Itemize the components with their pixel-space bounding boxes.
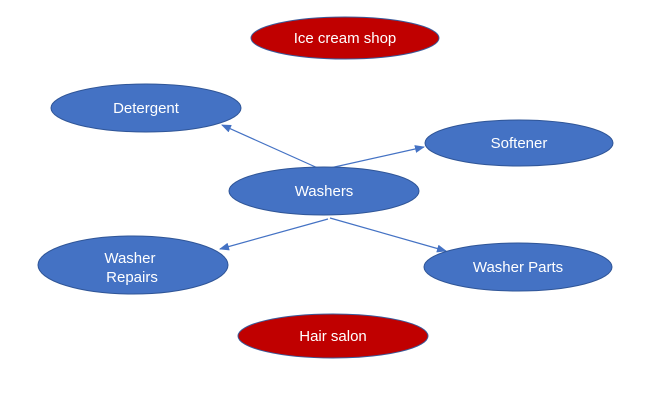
node-washers[interactable]: Washers [228, 166, 420, 216]
node-hair-salon-shape [237, 313, 429, 359]
node-hair-salon[interactable]: Hair salon [237, 313, 429, 359]
node-washer-parts-shape [423, 242, 613, 292]
node-washer-repairs-label: Washer Repairs [104, 250, 159, 286]
node-detergent[interactable]: Detergent [50, 83, 242, 133]
node-softener-shape [424, 119, 614, 167]
edge-washers-to-washer-repairs [219, 218, 329, 251]
node-ice-cream-shop[interactable]: Ice cream shop [250, 16, 440, 60]
node-ice-cream-shop-shape [250, 16, 440, 60]
edge-washers-to-detergent [221, 124, 321, 170]
node-washer-repairs[interactable]: Washer Repairs [37, 235, 229, 295]
node-hair-salon-label: Hair salon [299, 328, 367, 345]
node-washer-repairs-label-line2: Repairs [106, 269, 158, 286]
node-softener[interactable]: Softener [424, 119, 614, 167]
node-washer-parts-label: Washer Parts [473, 259, 563, 276]
node-detergent-shape [50, 83, 242, 133]
node-washers-label: Washers [295, 183, 354, 200]
node-washers-shape [228, 166, 420, 216]
node-washer-parts[interactable]: Washer Parts [423, 242, 613, 292]
edge-washers-to-washer-parts [329, 217, 447, 253]
node-washer-repairs-label-line1: Washer [104, 250, 155, 267]
node-detergent-label: Detergent [113, 100, 180, 117]
edge-washers-to-softener [329, 145, 425, 169]
node-ice-cream-shop-label: Ice cream shop [294, 30, 397, 47]
node-softener-label: Softener [491, 135, 548, 152]
node-washer-repairs-shape [37, 235, 229, 295]
